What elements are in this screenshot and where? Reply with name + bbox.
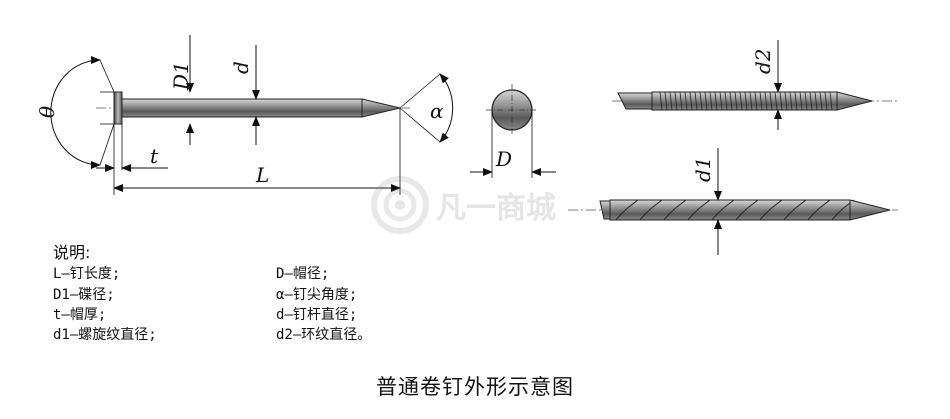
ring-groove [784, 91, 788, 111]
ring-groove [774, 91, 778, 111]
ring-groove [809, 91, 813, 111]
nail-shank [121, 98, 363, 118]
ring-groove [664, 91, 668, 111]
label-alpha: α [430, 99, 444, 123]
ring-groove [799, 91, 803, 111]
watermark-logo-icon [371, 176, 429, 234]
spiral-flute [783, 199, 807, 221]
ring-groove [789, 91, 793, 111]
legend-item: D1—碟径; [53, 286, 115, 303]
ring-groove [824, 91, 828, 111]
alpha-arc [439, 73, 454, 143]
label-L: L [255, 163, 269, 187]
ring-groove [779, 91, 783, 111]
legend-item: d—钉杆直径; [276, 306, 358, 323]
legend-item: d2—环纹直径。 [276, 327, 372, 344]
ring-groove [659, 91, 663, 111]
ring-groove [729, 91, 733, 111]
label-theta: θ [35, 106, 59, 118]
ring-groove [714, 91, 718, 111]
label-d: d [229, 61, 253, 74]
ring-groove [769, 91, 773, 111]
ring-groove [734, 91, 738, 111]
ring-groove [669, 91, 673, 111]
ring-groove [699, 91, 703, 111]
spiral-flute [735, 199, 759, 221]
main-nail [50, 35, 454, 195]
theta-arc [50, 56, 101, 169]
legend-title: 说明: [53, 243, 91, 262]
watermark-text: 凡一商城 [436, 191, 556, 226]
watermark: 凡一商城 [370, 175, 556, 235]
cross-section [470, 84, 556, 178]
ring-groove [754, 91, 758, 111]
screw-shank-nail [568, 148, 898, 255]
spiral-flute [687, 199, 711, 221]
ring-groove [694, 91, 698, 111]
ring-groove [679, 91, 683, 111]
spiral-flute [759, 199, 783, 221]
ring-groove [674, 91, 678, 111]
ring-groove [819, 91, 823, 111]
spiral-flute [663, 199, 687, 221]
legend-item: d1—螺旋纹直径; [53, 327, 157, 344]
ring-groove [739, 91, 743, 111]
label-t: t [150, 144, 159, 168]
ring-shank-nail [612, 40, 898, 130]
ring-groove [689, 91, 693, 111]
ring-groove [829, 91, 833, 111]
ring-groove [709, 91, 713, 111]
ring-groove [724, 91, 728, 111]
legend-item: α—钉尖角度; [276, 286, 358, 303]
ring-groove [704, 91, 708, 111]
label-d2: d2 [751, 48, 775, 74]
ring-groove [764, 91, 768, 111]
spiral-flute [711, 199, 735, 221]
ring-groove [749, 91, 753, 111]
legend-item: D—帽径; [276, 266, 330, 283]
ring-groove [794, 91, 798, 111]
legend-item: t—帽厚; [53, 306, 107, 323]
ring-groove [759, 91, 763, 111]
ring-groove [684, 91, 688, 111]
label-d1: d1 [691, 156, 715, 182]
ring-groove [744, 91, 748, 111]
label-D1: D1 [169, 61, 193, 91]
ring-groove [804, 91, 808, 111]
spiral-flute [807, 199, 831, 221]
ring-groove [719, 91, 723, 111]
nail-point [361, 98, 401, 118]
figure-caption: 普通卷钉外形示意图 [376, 375, 574, 399]
nail-head [113, 91, 123, 125]
ring-groove [814, 91, 818, 111]
spiral-flute [615, 199, 639, 221]
legend-items: L—钉长度; D—帽径; D1—碟径; α—钉尖角度; t—帽厚; d—钉杆直径… [53, 264, 573, 345]
legend-item: L—钉长度; [53, 266, 121, 283]
label-D: D [495, 147, 512, 171]
spiral-flute [639, 199, 663, 221]
legend: 说明: L—钉长度; D—帽径; D1—碟径; α—钉尖角度; t—帽厚; d—… [53, 243, 573, 345]
